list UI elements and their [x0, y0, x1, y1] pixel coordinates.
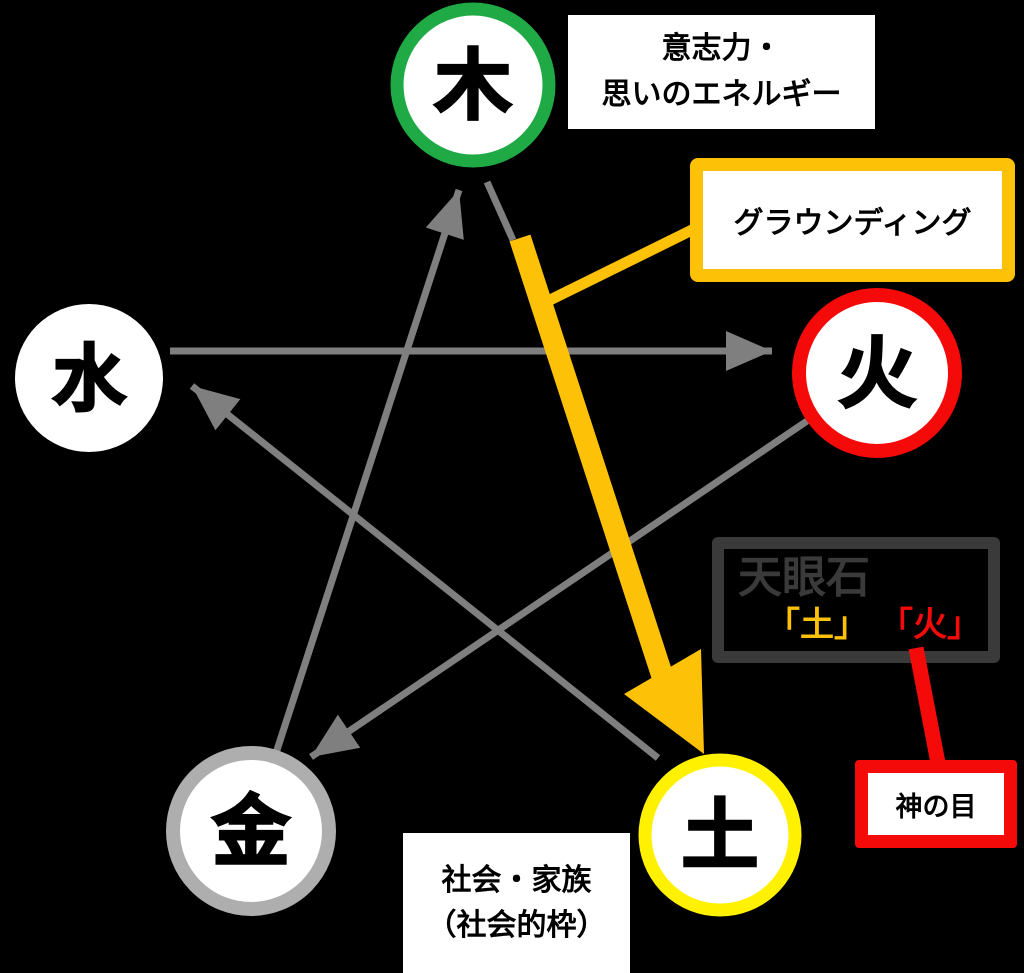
arrow-wood-to-earth-stub: [483, 180, 517, 242]
node-metal-circle: [166, 746, 336, 916]
tenganseki-earth-tag: 「土」: [766, 604, 868, 645]
grounding-arrow-shaft: [509, 234, 674, 682]
society-callout: 社会・家族 （社会的枠）: [403, 833, 630, 973]
node-earth-label: 土: [682, 791, 758, 880]
grounding-arrow: [509, 234, 704, 754]
arrow-metal-to-wood: [272, 188, 464, 755]
element-nodes: 木 火 土 金 水: [15, 2, 962, 917]
eye-of-god-callout: 神の目: [855, 760, 1017, 848]
grounding-callout: グラウンディング: [690, 158, 1015, 282]
eye-of-god-label: 神の目: [895, 791, 977, 823]
node-fire-circle: [792, 288, 962, 458]
tenganseki-fire-tag: 「火」: [896, 604, 981, 645]
willpower-callout: 意志力・ 思いのエネルギー: [568, 15, 875, 129]
node-water-circle: [15, 304, 163, 452]
node-wood-label: 木: [435, 41, 511, 130]
willpower-line2: 思いのエネルギー: [601, 77, 842, 112]
node-fire-label: 火: [839, 329, 915, 418]
node-metal-label: 金: [212, 787, 290, 876]
willpower-line1: 意志力・: [661, 30, 782, 66]
tenganseki-callout: 天眼石 「土」「火」: [712, 537, 1000, 663]
tenganseki-tags: 「土」「火」: [766, 604, 981, 645]
grounding-arrowhead: [624, 649, 704, 754]
tenganseki-title: 天眼石: [738, 552, 870, 603]
arrow-earth-to-water: [189, 383, 661, 761]
node-water-label: 水: [53, 337, 126, 421]
pentagram-arrows: [170, 180, 809, 761]
node-earth-circle: [638, 753, 802, 917]
node-wood-circle: [390, 2, 556, 168]
society-line2: （社会的枠）: [426, 908, 607, 943]
society-line1: 社会・家族: [441, 863, 592, 898]
arrow-fire-to-metal: [309, 418, 809, 760]
grounding-label: グラウンディング: [733, 206, 972, 241]
